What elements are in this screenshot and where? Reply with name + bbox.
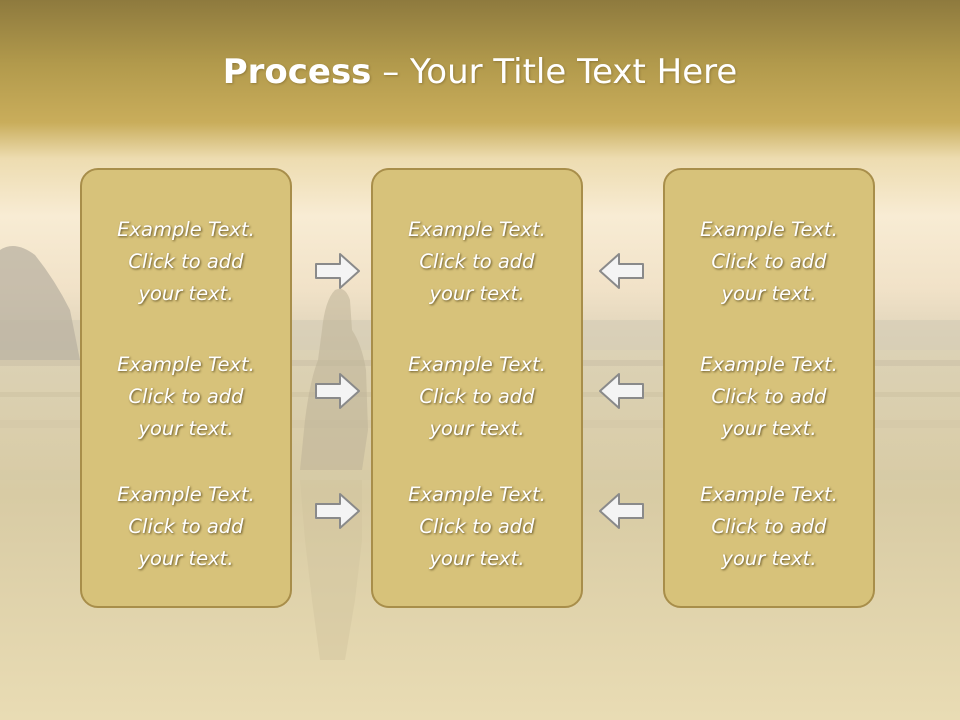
- text-item[interactable]: Example Text. Click to add your text.: [700, 353, 838, 440]
- slide-title[interactable]: Process – Your Title Text Here: [0, 52, 960, 92]
- left-arrow-icon: [599, 373, 644, 409]
- text-item[interactable]: Example Text. Click to add your text.: [408, 353, 546, 440]
- left-arrow-icon: [599, 253, 644, 289]
- text-box-left[interactable]: Example Text. Click to add your text. Ex…: [80, 168, 292, 608]
- right-arrow-icon: [315, 493, 360, 529]
- text-item[interactable]: Example Text. Click to add your text.: [700, 218, 838, 305]
- left-arrow-icon: [599, 493, 644, 529]
- text-box-middle[interactable]: Example Text. Click to add your text. Ex…: [371, 168, 583, 608]
- text-item[interactable]: Example Text. Click to add your text.: [408, 483, 546, 570]
- text-item[interactable]: Example Text. Click to add your text.: [117, 483, 255, 570]
- text-item[interactable]: Example Text. Click to add your text.: [117, 353, 255, 440]
- title-rest: – Your Title Text Here: [371, 52, 738, 92]
- text-item[interactable]: Example Text. Click to add your text.: [700, 483, 838, 570]
- text-item[interactable]: Example Text. Click to add your text.: [408, 218, 546, 305]
- right-arrow-icon: [315, 253, 360, 289]
- text-item[interactable]: Example Text. Click to add your text.: [117, 218, 255, 305]
- text-box-right[interactable]: Example Text. Click to add your text. Ex…: [663, 168, 875, 608]
- title-bold: Process: [222, 52, 372, 92]
- right-arrow-icon: [315, 373, 360, 409]
